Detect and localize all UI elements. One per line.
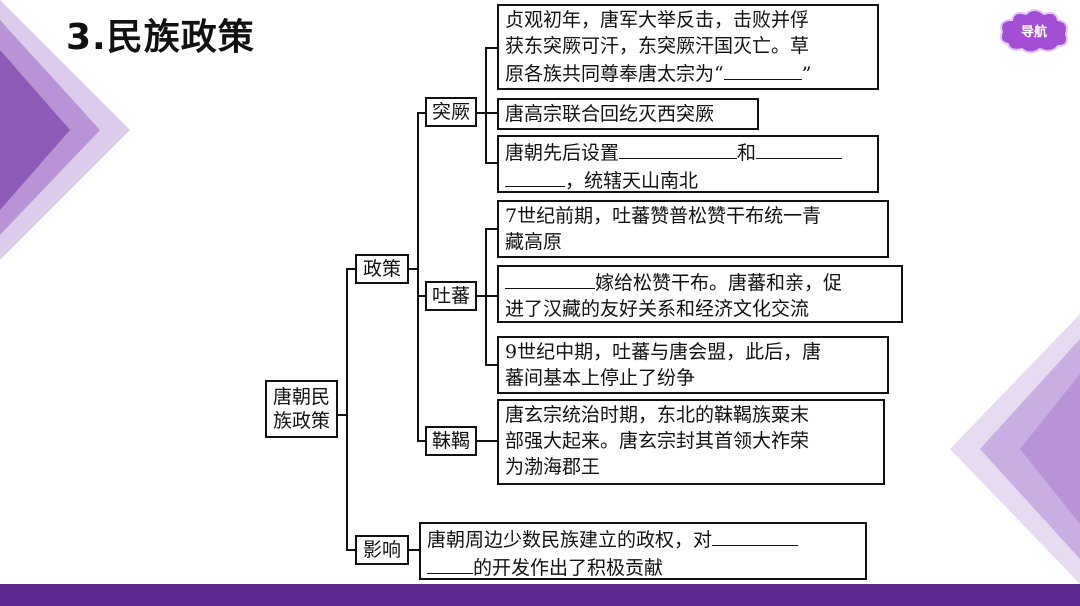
- bottom-bar: [0, 584, 1080, 606]
- connector: [346, 268, 356, 270]
- left-decor-triangles: [0, 0, 130, 260]
- connector: [476, 112, 486, 114]
- connector: [485, 295, 498, 297]
- group-tujue-label: 突厥: [431, 101, 470, 123]
- fill-blank[interactable]: [712, 525, 799, 546]
- nav-button-label: 导航: [1020, 25, 1047, 40]
- connector: [337, 414, 347, 416]
- root-node: 唐朝民 族政策: [265, 380, 338, 438]
- text-line: 唐玄宗统治时期，东北的靺鞨族粟末: [505, 404, 810, 426]
- connector: [417, 295, 426, 297]
- root-line-2: 族政策: [272, 410, 330, 432]
- group-mohe: 靺鞨: [425, 426, 477, 456]
- branch-influence-label: 影响: [362, 539, 401, 561]
- fill-blank[interactable]: [619, 138, 738, 159]
- text-line: 唐朝先后设置 和: [505, 138, 871, 166]
- right-decor-triangles: [950, 314, 1080, 584]
- group-tubo: 吐蕃: [425, 281, 477, 311]
- connector: [417, 440, 426, 442]
- connector: [485, 112, 498, 114]
- branch-policy-label: 政策: [362, 258, 401, 280]
- text-line: 唐高宗联合回纥灭西突厥: [505, 103, 715, 125]
- text-line: 7世纪前期，吐蕃赞普松赞干布统一青: [505, 205, 822, 227]
- root-line-1: 唐朝民: [272, 386, 330, 408]
- fill-blank[interactable]: [723, 59, 802, 80]
- text-line: 蕃间基本上停止了纷争: [505, 367, 696, 389]
- page-title: 3.民族政策: [66, 17, 255, 58]
- text-line: 唐朝周边少数民族建立的政权，对: [427, 525, 859, 553]
- tubo-item-3: 9世纪中期，吐蕃与唐会盟，此后，唐 蕃间基本上停止了纷争: [497, 336, 889, 394]
- text-line: 部强大起来。唐玄宗封其首领大祚荣: [505, 430, 810, 452]
- connector: [485, 162, 498, 164]
- connector: [485, 364, 498, 366]
- branch-influence: 影响: [355, 535, 409, 565]
- fill-blank[interactable]: [427, 553, 473, 574]
- text-line: 进了汉藏的友好关系和经济文化交流: [505, 298, 810, 320]
- mohe-item-1: 唐玄宗统治时期，东北的靺鞨族粟末 部强大起来。唐玄宗封其首领大祚荣 为渤海郡王: [497, 399, 885, 485]
- connector: [417, 112, 426, 114]
- group-tubo-label: 吐蕃: [431, 285, 470, 307]
- branch-policy: 政策: [355, 254, 409, 284]
- connector: [408, 268, 418, 270]
- fill-blank[interactable]: [756, 138, 843, 159]
- connector: [485, 47, 498, 49]
- connector: [485, 47, 487, 163]
- tujue-item-2: 唐高宗联合回纥灭西突厥: [497, 98, 759, 130]
- connector: [476, 295, 486, 297]
- connector: [346, 549, 356, 551]
- text-line: 贞观初年，唐军大举反击，击败并俘: [505, 9, 810, 31]
- tubo-item-2: 嫁给松赞干布。唐蕃和亲，促 进了汉藏的友好关系和经济文化交流: [497, 265, 903, 323]
- text-fragment: ，统辖天山南北: [565, 170, 699, 192]
- connector: [476, 440, 498, 442]
- text-line: 的开发作出了积极贡献: [427, 553, 859, 581]
- text-line: ，统辖天山南北: [505, 166, 871, 194]
- nav-button[interactable]: 导航: [996, 6, 1072, 56]
- connector: [346, 268, 348, 550]
- text-fragment: 原各族共同尊奉唐太宗为“: [505, 63, 724, 85]
- text-line: 原各族共同尊奉唐太宗为“ ”: [505, 59, 871, 87]
- nav-cloud-icon: [999, 9, 1068, 54]
- text-fragment: 的开发作出了积极贡献: [473, 557, 664, 579]
- group-tujue: 突厥: [425, 97, 477, 127]
- tujue-item-1: 贞观初年，唐军大举反击，击败并俘 获东突厥可汗，东突厥汗国灭亡。草 原各族共同尊…: [497, 4, 879, 90]
- fill-blank[interactable]: [505, 166, 565, 187]
- text-fragment: 和: [737, 142, 757, 164]
- text-fragment: 嫁给松赞干布。唐蕃和亲，促: [595, 272, 843, 294]
- text-line: 获东突厥可汗，东突厥汗国灭亡。草: [505, 35, 810, 57]
- text-fragment: 唐朝先后设置: [505, 142, 620, 164]
- text-fragment: 唐朝周边少数民族建立的政权，对: [427, 529, 713, 551]
- fill-blank[interactable]: [505, 268, 595, 289]
- tubo-item-1: 7世纪前期，吐蕃赞普松赞干布统一青 藏高原: [497, 200, 889, 258]
- connector: [485, 228, 498, 230]
- text-line: 9世纪中期，吐蕃与唐会盟，此后，唐: [505, 341, 822, 363]
- text-line: 藏高原: [505, 231, 563, 253]
- influence-item: 唐朝周边少数民族建立的政权，对 的开发作出了积极贡献: [419, 522, 867, 580]
- text-line: 为渤海郡王: [505, 456, 601, 478]
- text-fragment: ”: [801, 63, 812, 85]
- group-mohe-label: 靺鞨: [431, 430, 470, 452]
- tujue-item-3: 唐朝先后设置 和 ，统辖天山南北: [497, 135, 879, 193]
- text-line: 嫁给松赞干布。唐蕃和亲，促: [505, 268, 895, 296]
- connector: [417, 112, 419, 441]
- connector: [408, 549, 420, 551]
